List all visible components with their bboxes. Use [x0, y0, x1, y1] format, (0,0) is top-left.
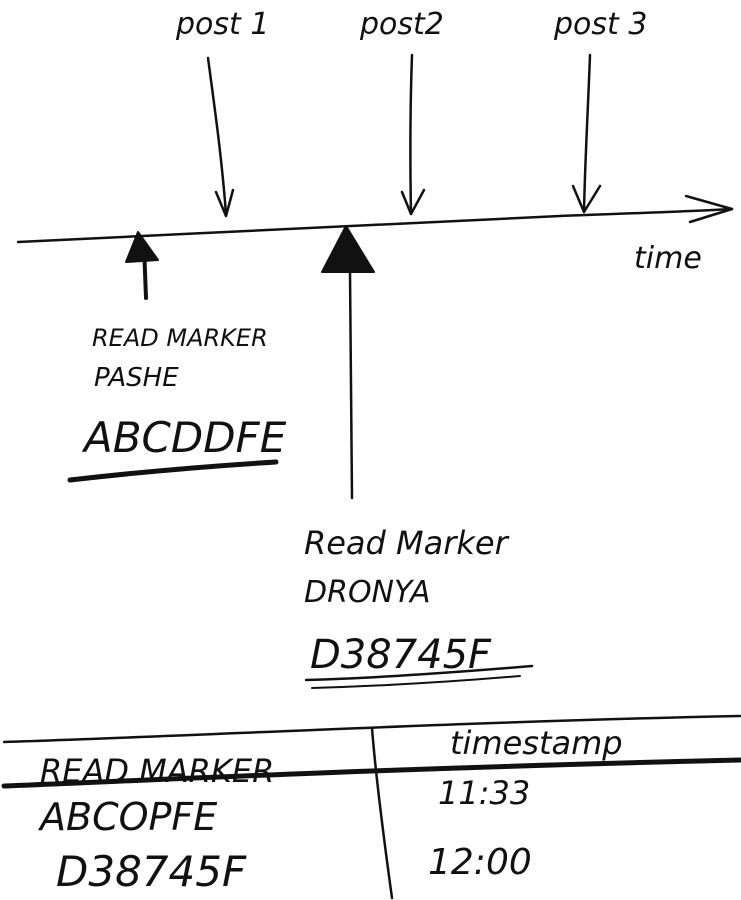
post-1-label: post 1 — [175, 7, 269, 42]
read-marker-table — [1, 714, 741, 900]
table-cell-marker: D38745F — [56, 847, 247, 896]
table-row: ABCOPFE 11:33 — [37, 774, 530, 839]
post-2-label: post2 — [359, 7, 444, 42]
read-marker-2-underline — [304, 664, 534, 682]
read-marker-1-title: READ MARKER — [92, 324, 268, 352]
read-marker-2-arrow — [321, 225, 375, 500]
read-marker-1-user: PASHE — [94, 363, 179, 393]
table-column-divider — [370, 726, 394, 900]
read-marker-1-underline — [67, 459, 279, 483]
table-header-rule — [1, 757, 741, 789]
post-1-arrow — [206, 56, 235, 218]
table-cell-timestamp: 11:33 — [438, 774, 530, 812]
post-3-label: post 3 — [553, 7, 647, 42]
post-3-arrow — [571, 53, 602, 214]
read-marker-2-user: DRONYA — [304, 575, 431, 610]
post-2-arrow — [400, 53, 426, 216]
time-axis-label: time — [634, 241, 702, 276]
time-axis — [16, 194, 734, 244]
table-cell-marker: ABCOPFE — [37, 795, 217, 839]
table-top-border — [2, 714, 741, 744]
table-cell-timestamp: 12:00 — [428, 842, 532, 883]
table-row: D38745F 12:00 — [56, 842, 532, 896]
read-marker-1-arrow — [125, 231, 159, 300]
read-marker-1-code: ABCDDFE — [81, 413, 287, 462]
table-header-read-marker: READ MARKER — [40, 752, 274, 790]
read-marker-2-title: Read Marker — [304, 524, 510, 562]
table-header-timestamp: timestamp — [450, 724, 623, 762]
